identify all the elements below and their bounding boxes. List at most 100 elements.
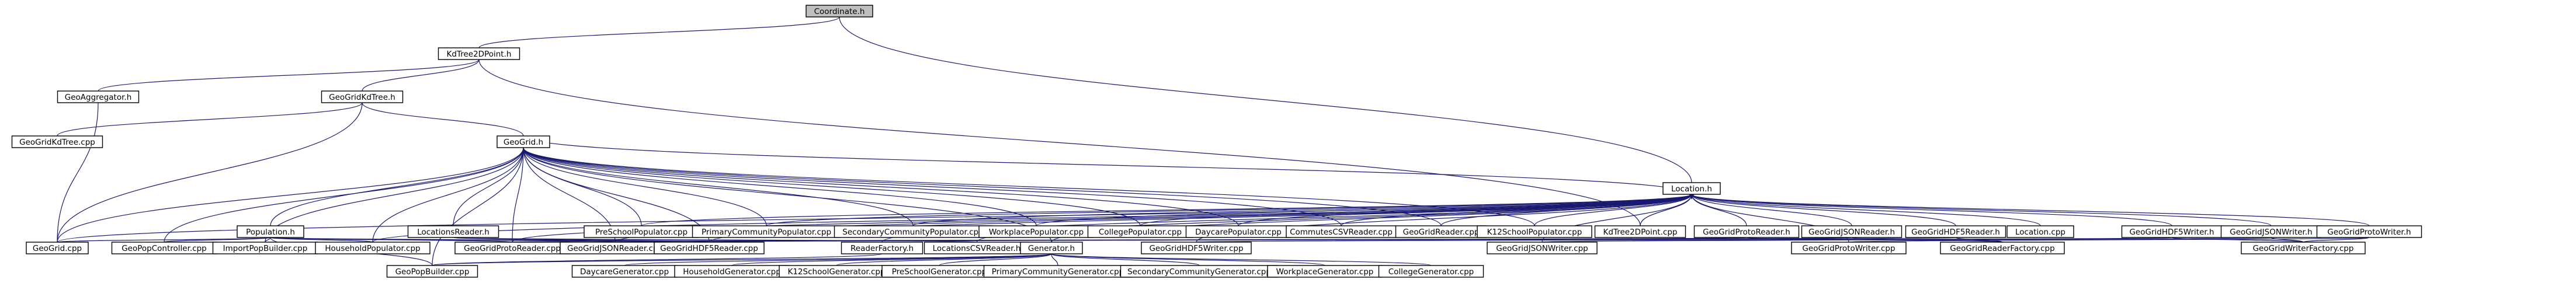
node-workplacegen[interactable]: WorkplaceGenerator.cpp xyxy=(1267,265,1383,278)
node-geogridkdtree-cpp[interactable]: GeoGridKdTree.cpp xyxy=(11,135,103,148)
node-geogridhdf5reader-cpp[interactable]: GeoGridHDF5Reader.cpp xyxy=(654,242,765,254)
edge-generator_h-to-preschoolgen xyxy=(939,249,1054,266)
node-label: GeoGridReaderFactory.cpp xyxy=(1950,244,2054,253)
node-label: SecondaryCommunityGenerator.cpp xyxy=(1127,267,1271,277)
node-kdtree2dpoint-cpp[interactable]: KdTree2DPoint.cpp xyxy=(1594,225,1686,238)
node-geogridkdtree-h[interactable]: GeoGridKdTree.h xyxy=(321,90,404,103)
node-label: Generator.h xyxy=(1028,244,1075,253)
node-householdgen[interactable]: HouseholdGenerator.cpp xyxy=(674,265,790,278)
node-box xyxy=(1378,265,1484,278)
node-label: GeoGridProtoReader.h xyxy=(1703,228,1790,237)
node-householdpop[interactable]: HouseholdPopulator.cpp xyxy=(315,242,431,254)
node-geogridjsonreader-cpp[interactable]: GeoGridJSONReader.cpp xyxy=(560,242,671,254)
node-label: PreSchoolGenerator.cpp xyxy=(892,267,987,277)
node-label: GeoGridHDF5Writer.h xyxy=(2129,228,2214,237)
edge-geogrid_h-to-geogridprotoreader_cpp xyxy=(512,142,526,243)
node-geogridprotoreader-cpp[interactable]: GeoGridProtoReader.cpp xyxy=(454,242,570,254)
node-geogridjsonreader-h[interactable]: GeoGridJSONReader.h xyxy=(1801,225,1903,238)
node-label: WorkplacePopulator.cpp xyxy=(989,228,1084,237)
node-geogridwriterfactory[interactable]: GeoGridWriterFactory.cpp xyxy=(2241,242,2366,254)
edge-location_h-to-k12schoolpop xyxy=(1534,189,1695,226)
node-geopopcontroller[interactable]: GeoPopController.cpp xyxy=(111,242,217,254)
node-geogridjsonwriter-h[interactable]: GeoGridJSONWriter.h xyxy=(2220,225,2322,238)
node-label: GeoGridHDF5Reader.cpp xyxy=(660,244,758,253)
node-geogrid-cpp[interactable]: GeoGrid.cpp xyxy=(26,242,89,254)
node-box xyxy=(57,90,140,103)
edge-location_h-to-geogrid_h xyxy=(523,135,1695,200)
node-primarycommgen[interactable]: PrimaryCommunityGenerator.cpp xyxy=(983,265,1133,278)
node-label: K12SchoolPopulator.cpp xyxy=(1487,228,1582,237)
node-location-h[interactable]: Location.h xyxy=(1662,182,1721,195)
node-label: KdTree2DPoint.h xyxy=(447,50,512,59)
node-collegepop[interactable]: CollegePopulator.cpp xyxy=(1087,225,1193,238)
node-box xyxy=(386,265,478,278)
edge-geogridkdtree_h-to-geogrid_cpp xyxy=(57,97,365,243)
node-label: GeoAggregator.h xyxy=(65,93,132,102)
node-label: CollegePopulator.cpp xyxy=(1099,228,1182,237)
node-geogridjsonwriter-cpp[interactable]: GeoGridJSONWriter.cpp xyxy=(1487,242,1598,254)
edge-geogridhdf5reader_h-to-geogridhdf5reader_cpp xyxy=(709,233,1959,243)
node-daycarepop[interactable]: DaycarePopulator.cpp xyxy=(1185,225,1292,238)
node-location-cpp[interactable]: Location.cpp xyxy=(2006,225,2074,238)
node-geogridprotoreader-h[interactable]: GeoGridProtoReader.h xyxy=(1693,225,1800,238)
node-geogridreader-cpp[interactable]: GeoGridReader.cpp xyxy=(1395,225,1487,238)
node-label: GeoGridProtoWriter.h xyxy=(2327,228,2411,237)
node-coordinate[interactable]: Coordinate.h xyxy=(806,5,873,18)
node-geogridhdf5writer-h[interactable]: GeoGridHDF5Writer.h xyxy=(2121,225,2223,238)
node-primarycommpop[interactable]: PrimaryCommunityPopulator.cpp xyxy=(692,225,841,238)
node-kdtree2dpoint-h[interactable]: KdTree2DPoint.h xyxy=(438,47,520,60)
node-population-h[interactable]: Population.h xyxy=(237,225,304,238)
node-label: GeoGridJSONReader.h xyxy=(1808,228,1895,237)
edge-geogrid_h-to-collegepop xyxy=(520,142,1141,226)
node-box xyxy=(1801,225,1903,238)
node-geogrid-h[interactable]: GeoGrid.h xyxy=(497,135,550,148)
edge-geogrid_h-to-householdpop xyxy=(372,142,526,243)
node-geopopbuilder[interactable]: GeoPopBuilder.cpp xyxy=(386,265,478,278)
node-preschoolgen[interactable]: PreSchoolGenerator.cpp xyxy=(881,265,997,278)
node-geoaggregator[interactable]: GeoAggregator.h xyxy=(57,90,140,103)
node-geogridreaderfactory[interactable]: GeoGridReaderFactory.cpp xyxy=(1940,242,2065,254)
nodes-layer: Coordinate.hKdTree2DPoint.hGeoAggregator… xyxy=(11,5,2422,278)
node-label: GeoPopController.cpp xyxy=(121,244,207,253)
node-secondarycommpop[interactable]: SecondaryCommunityPopulator.cpp xyxy=(834,225,992,238)
edge-geogrid_h-to-k12schoolpop xyxy=(520,142,1535,226)
node-k12schoolgen[interactable]: K12SchoolGenerator.cpp xyxy=(779,265,894,278)
node-generator-h[interactable]: Generator.h xyxy=(1020,242,1083,254)
node-k12schoolpop[interactable]: K12SchoolPopulator.cpp xyxy=(1477,225,1592,238)
edge-geoaggregator-to-geogrid_cpp xyxy=(57,97,101,243)
node-geogridprotowriter-h[interactable]: GeoGridProtoWriter.h xyxy=(2316,225,2422,238)
node-geogridhdf5reader-h[interactable]: GeoGridHDF5Reader.h xyxy=(1905,225,2006,238)
node-box xyxy=(438,47,520,60)
node-readerfactory-h[interactable]: ReaderFactory.h xyxy=(841,242,924,254)
edge-geogridkdtree_h-to-geogridkdtree_cpp xyxy=(57,97,365,137)
node-locationscsvreader-h[interactable]: LocationsCSVReader.h xyxy=(924,242,1030,254)
node-label: GeoGridKdTree.cpp xyxy=(19,138,95,147)
edge-geogrid_h-to-geogridreader_cpp xyxy=(520,142,1442,226)
node-preschoolpop[interactable]: PreSchoolPopulator.cpp xyxy=(584,225,699,238)
node-box xyxy=(806,5,873,18)
node-collegegen[interactable]: CollegeGenerator.cpp xyxy=(1378,265,1484,278)
node-label: GeoGridReader.cpp xyxy=(1403,228,1480,237)
node-locationsreader-h[interactable]: LocationsReader.h xyxy=(407,225,499,238)
node-geogridprotowriter-cpp[interactable]: GeoGridProtoWriter.cpp xyxy=(1791,242,1907,254)
node-label: PreSchoolPopulator.cpp xyxy=(595,228,688,237)
edge-location_h-to-geogrid_cpp xyxy=(57,189,1695,243)
edge-generator_h-to-collegegen xyxy=(1049,249,1432,266)
node-importpopbuilder[interactable]: ImportPopBuilder.cpp xyxy=(212,242,318,254)
edge-geogrid_h-to-importpopbuilder xyxy=(265,142,526,243)
node-box xyxy=(1791,242,1907,254)
edge-kdtree2dpoint_h-to-kdtree2dpoint_cpp xyxy=(476,54,1641,226)
node-workplacepop[interactable]: WorkplacePopulator.cpp xyxy=(978,225,1094,238)
node-box xyxy=(1487,242,1598,254)
node-label: WorkplaceGenerator.cpp xyxy=(1276,267,1374,277)
node-geogridhdf5writer-cpp[interactable]: GeoGridHDF5Writer.cpp xyxy=(1141,242,1252,254)
node-daycaregen[interactable]: DaycareGenerator.cpp xyxy=(571,265,678,278)
node-label: Location.cpp xyxy=(2015,228,2065,237)
edge-location_h-to-location_cpp xyxy=(1689,189,2041,226)
node-secondarycommgen[interactable]: SecondaryCommunityGenerator.cpp xyxy=(1120,265,1279,278)
node-commutescsvreader[interactable]: CommutesCSVReader.cpp xyxy=(1286,225,1397,238)
node-label: GeoGridJSONReader.cpp xyxy=(567,244,663,253)
node-label: ReaderFactory.h xyxy=(850,244,914,253)
node-box xyxy=(321,90,404,103)
